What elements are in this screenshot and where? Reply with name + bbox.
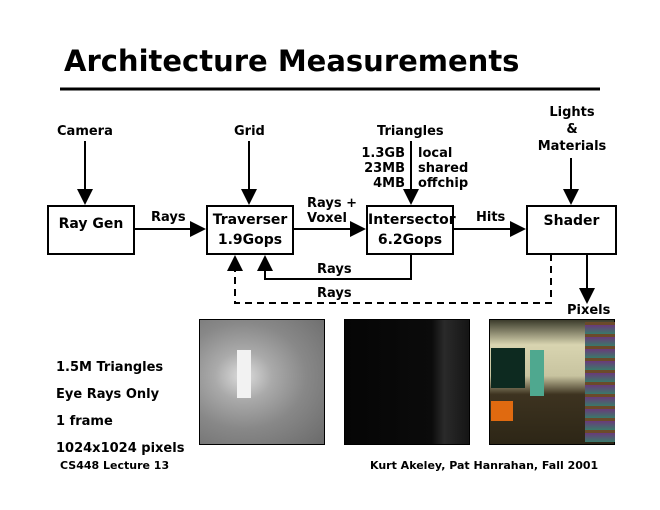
footer-left: CS448 Lecture 13 [60,459,170,472]
stat-item: Eye Rays Only [56,387,160,402]
ray-gen-box: Ray Gen [47,205,135,255]
stat-item: 1024x1024 pixels [56,441,185,456]
rays-voxel-label: Rays +Voxel [307,196,358,226]
page-title: Architecture Measurements [64,44,520,78]
ray-count-image [344,319,470,445]
rays-feedback-arrow [257,254,412,280]
shaded-render-image [489,319,615,445]
rays-label: Rays [151,210,186,225]
pixels-label: Pixels [567,303,611,318]
rays-feedback-label: Rays [317,262,352,277]
depth-render-image [199,319,325,445]
stat-item: 1.5M Triangles [56,360,164,375]
hits-label: Hits [476,210,506,225]
camera-label: Camera [57,124,113,139]
rays-shader-label: Rays [317,286,352,301]
stat-item: 1 frame [56,414,113,429]
shader-box: Shader [526,205,617,255]
triangles-label: Triangles [377,124,444,139]
footer-right: Kurt Akeley, Pat Hanrahan, Fall 2001 [370,459,599,472]
rays-shader-feedback-arrow [227,254,552,304]
lights-materials-label: Lights&Materials [537,105,607,154]
grid-label: Grid [234,124,265,139]
